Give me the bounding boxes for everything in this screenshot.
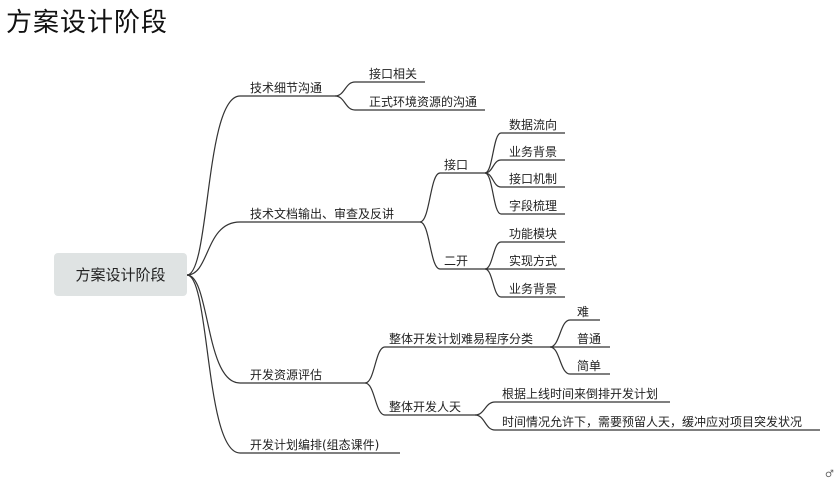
corner-mark: ♂ — [825, 469, 834, 480]
node-dev-mandays: 整体开发人天 — [389, 400, 462, 414]
branch-resource-eval: 开发资源评估 — [250, 368, 323, 382]
leaf-reverse-schedule: 根据上线时间来倒排开发计划 — [502, 387, 659, 401]
node-secondary-dev: 二开 — [444, 254, 469, 268]
leaf-implementation: 实现方式 — [509, 254, 558, 268]
branch-tech-doc: 技术文档输出、审查及反讲 — [250, 207, 395, 221]
node-interface: 接口 — [444, 158, 469, 172]
leaf-normal: 普通 — [577, 332, 602, 346]
leaf-function-module: 功能模块 — [509, 227, 558, 241]
leaf-interface-related: 接口相关 — [369, 67, 418, 81]
node-difficulty-class: 整体开发计划难易程序分类 — [389, 332, 534, 346]
leaf-interface-mechanism: 接口机制 — [509, 172, 558, 186]
branch-dev-plan: 开发计划编排(组态课件) — [250, 438, 380, 452]
leaf-reserve-buffer: 时间情况允许下，需要预留人天，缓冲应对项目突发状况 — [502, 415, 803, 429]
leaf-simple: 简单 — [577, 359, 602, 373]
leaf-hard: 难 — [577, 305, 590, 319]
leaf-field-review: 字段梳理 — [509, 199, 558, 213]
branch-tech-detail: 技术细节沟通 — [250, 81, 323, 95]
leaf-business-bg-2: 业务背景 — [509, 282, 558, 296]
page-title: 方案设计阶段 — [6, 8, 169, 38]
leaf-data-flow: 数据流向 — [509, 118, 558, 132]
leaf-prod-env-comm: 正式环境资源的沟通 — [369, 95, 478, 109]
leaf-business-bg: 业务背景 — [509, 145, 558, 159]
root-node: 方案设计阶段 — [54, 253, 187, 296]
